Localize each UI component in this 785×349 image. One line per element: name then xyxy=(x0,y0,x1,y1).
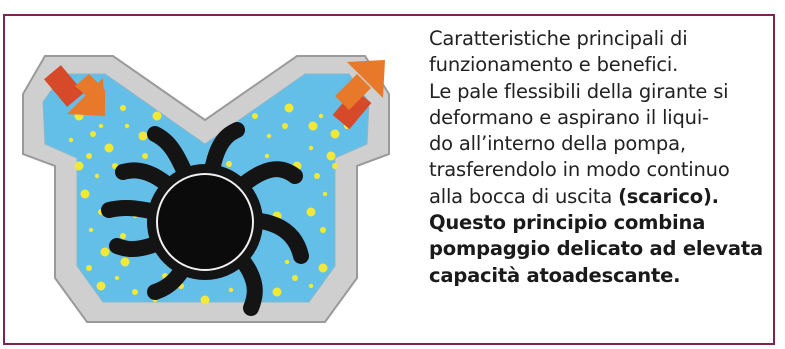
bubble xyxy=(284,259,290,265)
description-text-run: do all’interno della pompa, xyxy=(429,132,686,156)
description-line: Caratteristiche principali di xyxy=(429,26,774,52)
description-line: pompaggio delicato ad elevata xyxy=(429,236,774,262)
bubble xyxy=(266,133,272,139)
pump-diagram xyxy=(22,55,390,323)
bubble xyxy=(142,153,148,159)
description-text-run: Le pale flessibili della girante si xyxy=(429,79,729,103)
frame: Caratteristiche principali di funzionamen… xyxy=(3,14,775,345)
description-bold-text: (scarico). xyxy=(618,184,719,208)
bubble xyxy=(90,131,96,137)
outlet-arrow-icon xyxy=(332,60,385,130)
bubble xyxy=(132,289,138,295)
bubble xyxy=(68,137,74,143)
description-text-run: Caratteristiche principali di xyxy=(429,27,688,50)
bubble xyxy=(332,163,338,169)
bubble xyxy=(120,257,130,267)
bubble xyxy=(226,161,232,167)
bubble xyxy=(86,153,92,159)
description-text-run: alla bocca di uscita xyxy=(429,184,619,208)
bubble xyxy=(320,227,326,233)
bubble xyxy=(98,123,104,129)
bubble xyxy=(318,263,328,273)
description-line: trasferendolo in modo continuo xyxy=(429,157,774,183)
bubble xyxy=(318,113,324,119)
bubble xyxy=(252,113,258,119)
bubble xyxy=(308,145,314,151)
bubble xyxy=(96,281,106,291)
bubble xyxy=(264,153,270,159)
bubble xyxy=(138,131,148,141)
bubble xyxy=(114,275,120,281)
bubble xyxy=(322,191,328,197)
description-text-run: funzionamento e benefici. xyxy=(429,53,679,77)
bubble xyxy=(94,173,100,179)
bubble xyxy=(124,123,130,129)
bubble xyxy=(306,207,316,217)
bubble xyxy=(120,105,126,111)
bubble xyxy=(200,295,210,305)
bubble xyxy=(100,247,110,257)
description-text: Caratteristiche principali di funzionamen… xyxy=(429,26,774,289)
bubbles xyxy=(68,103,350,305)
description-text-run: trasferendolo in modo continuo xyxy=(429,158,730,182)
bubble xyxy=(74,161,84,171)
bubble xyxy=(86,265,92,271)
impeller-shaft xyxy=(156,173,254,271)
bubble xyxy=(120,233,126,239)
bubble xyxy=(282,123,288,129)
bubble xyxy=(152,111,162,121)
description-line: alla bocca di uscita (scarico). xyxy=(429,184,774,210)
description-line: Le pale flessibili della girante si xyxy=(429,79,774,105)
bubble xyxy=(272,287,282,297)
description-line: capacità atoadescante. xyxy=(429,263,774,289)
description-line: funzionamento e benefici. xyxy=(429,52,774,78)
bubble xyxy=(284,103,294,113)
bubble xyxy=(330,129,340,139)
bubble xyxy=(228,287,234,293)
description-line: deformano e aspirano il liqui- xyxy=(429,105,774,131)
description-line: Questo principio combina xyxy=(429,210,774,236)
description-bold-text: capacità atoadescante. xyxy=(429,263,681,287)
bubble xyxy=(104,143,114,153)
description-text-run: deformano e aspirano il liqui- xyxy=(429,105,709,129)
bubble xyxy=(308,121,318,131)
bubble xyxy=(88,227,94,233)
description-bold-text: pompaggio delicato ad elevata xyxy=(429,237,763,261)
bubble xyxy=(292,275,298,281)
description-bold-text: Questo principio combina xyxy=(429,211,706,235)
bubble xyxy=(326,151,336,161)
bubble xyxy=(80,189,90,199)
inlet-arrow-icon xyxy=(44,65,105,116)
bubble xyxy=(308,283,314,289)
bubble xyxy=(314,173,320,179)
description-line: do all’interno della pompa, xyxy=(429,131,774,157)
